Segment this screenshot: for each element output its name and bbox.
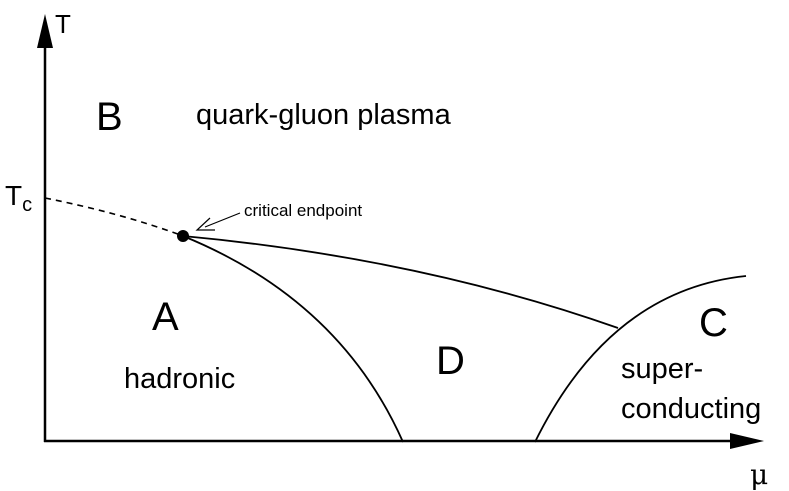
y-axis-label: T (55, 9, 71, 39)
crossover-dashed-line (44, 197, 184, 237)
qgp-phase-boundary (182, 235, 619, 329)
region-c-name-line2: conducting (621, 393, 761, 425)
critical-endpoint-dot (177, 230, 189, 242)
region-d-letter: D (436, 339, 465, 383)
y-axis-arrowhead (37, 14, 53, 48)
region-a-name: hadronic (124, 363, 235, 395)
region-c-name-line1: super- (621, 353, 703, 385)
critical-endpoint-label: critical endpoint (244, 201, 362, 220)
region-a-letter: A (152, 295, 179, 339)
tc-label-subscript: c (22, 194, 32, 216)
superconducting-phase-boundary (534, 275, 747, 443)
critical-endpoint-arrowhead (195, 217, 215, 231)
tc-label-main: T (5, 180, 22, 211)
hadron-phase-boundary (182, 235, 404, 443)
x-axis-arrowhead (730, 433, 764, 449)
tc-label: Tc (5, 180, 32, 216)
region-b-name: quark-gluon plasma (196, 99, 452, 131)
region-b-letter: B (96, 95, 123, 139)
critical-endpoint-arrow-line (204, 212, 241, 228)
region-c-letter: C (699, 301, 728, 345)
x-axis-label: μ (750, 458, 768, 491)
